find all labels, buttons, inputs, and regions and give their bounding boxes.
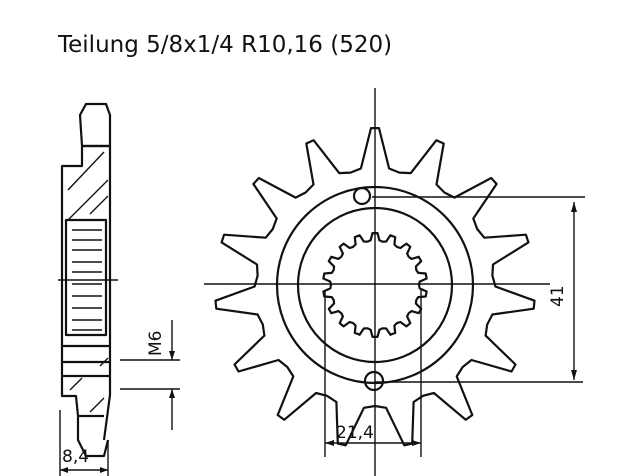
bolt-hole-bottom bbox=[363, 370, 385, 392]
centerlines bbox=[204, 88, 550, 476]
hub-profile bbox=[60, 144, 112, 458]
bolt-spacing-label: 41 bbox=[548, 285, 568, 307]
spline-bore-outline bbox=[322, 232, 428, 338]
thread-dimension: M6 bbox=[120, 320, 180, 430]
drawing-title: Teilung 5/8x1/4 R10,16 (520) bbox=[57, 32, 392, 58]
sprocket-teeth-outline bbox=[214, 127, 536, 447]
bolt-hole-top bbox=[352, 186, 372, 206]
bolt-spacing-dimension: 41 bbox=[372, 196, 585, 383]
thickness-label: 8,4 bbox=[62, 447, 89, 467]
spline-dimension: 21,4 bbox=[324, 290, 422, 457]
side-view bbox=[58, 102, 118, 458]
upper-tooth-profile bbox=[78, 102, 112, 148]
thread-label: M6 bbox=[146, 331, 166, 356]
thickness-dimension: 8,4 bbox=[59, 410, 109, 476]
front-view bbox=[204, 88, 550, 476]
spline-section bbox=[64, 218, 108, 337]
spline-label: 21,4 bbox=[336, 423, 374, 443]
